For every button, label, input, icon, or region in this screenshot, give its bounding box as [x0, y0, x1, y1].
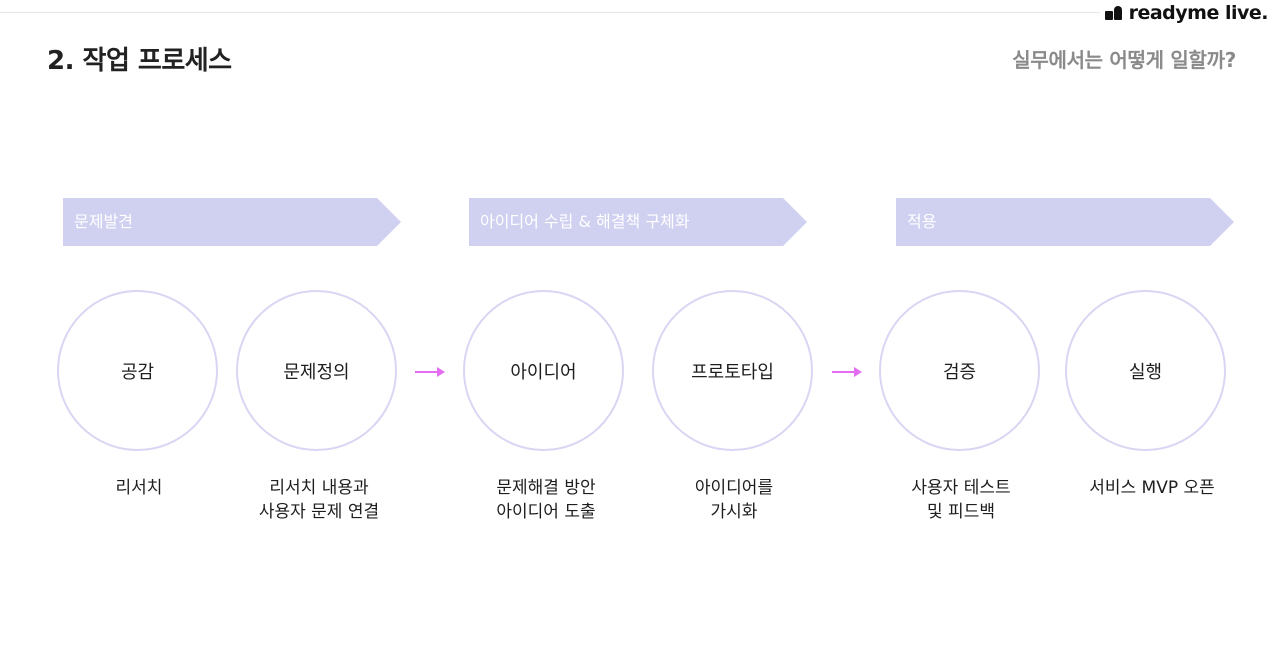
logo-text: readyme live. — [1128, 2, 1269, 24]
phase-label: 문제발견 — [74, 212, 133, 231]
phase-label: 아이디어 수립 & 해결책 구체화 — [480, 212, 690, 231]
top-divider — [0, 12, 1100, 13]
step-name: 문제정의 — [283, 361, 350, 383]
step-name: 프로토타입 — [691, 361, 774, 383]
step-name: 검증 — [942, 361, 977, 383]
step-name: 아이디어 — [510, 361, 577, 383]
step-description: 리서치 — [115, 478, 163, 498]
brand-logo: readyme live. — [1104, 2, 1269, 24]
page-subtitle: 실무에서는 어떻게 일할까? — [1012, 48, 1236, 72]
logo-icon — [1104, 4, 1123, 22]
phase-banner-apply: 적용 — [896, 198, 1234, 246]
step-circle-execute: 실행 — [1065, 290, 1226, 451]
step-circle-ideate: 아이디어 — [463, 290, 624, 451]
step-name: 공감 — [120, 361, 155, 383]
phase-label: 적용 — [907, 212, 937, 231]
step-circle-empathize: 공감 — [57, 290, 218, 451]
phase-banner-discover: 문제발견 — [63, 198, 401, 246]
step-name: 실행 — [1128, 361, 1163, 383]
page-title: 2. 작업 프로세스 — [47, 46, 232, 76]
step-circle-define: 문제정의 — [236, 290, 397, 451]
phase-banner-ideate: 아이디어 수립 & 해결책 구체화 — [469, 198, 807, 246]
arrow-right-icon — [832, 366, 862, 378]
arrow-right-icon — [415, 366, 445, 378]
step-circle-prototype: 프로토타입 — [652, 290, 813, 451]
step-description: 서비스 MVP 오픈 — [1089, 478, 1215, 498]
step-circle-validate: 검증 — [879, 290, 1040, 451]
